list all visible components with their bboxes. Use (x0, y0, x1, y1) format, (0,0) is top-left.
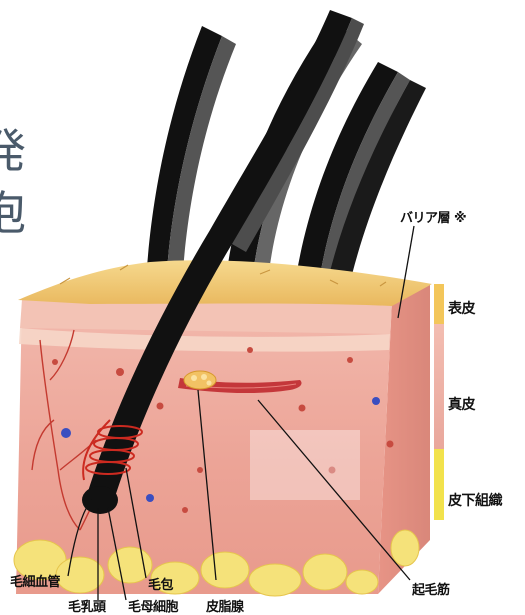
cropped-heading-char-2: 泡 (0, 190, 26, 236)
label-papilla: 毛乳頭 (68, 596, 106, 615)
label-follicle: 毛包 (148, 574, 173, 593)
sebaceous-gland (184, 371, 216, 389)
skin-block (14, 260, 432, 596)
label-sebaceous: 皮脂腺 (206, 596, 244, 615)
label-arrector: 起毛筋 (412, 579, 450, 598)
label-capillary: 毛細血管 (10, 571, 60, 590)
label-subcutis: 皮下組織 (448, 490, 502, 510)
cropped-heading-char-1: 発 (0, 128, 26, 174)
label-epidermis: 表皮 (448, 298, 475, 318)
label-matrix: 毛母細胞 (128, 596, 178, 615)
label-barrier-layer: バリア層 ※ (400, 207, 466, 226)
label-dermis: 真皮 (448, 394, 475, 414)
layer-scale-bar (434, 284, 444, 520)
